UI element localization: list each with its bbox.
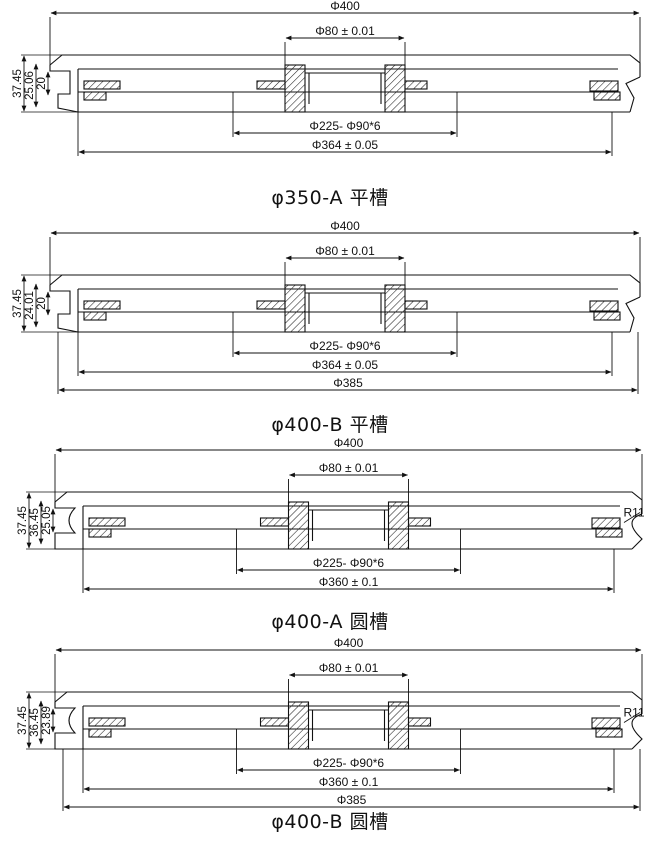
radius-label: R11 (623, 706, 644, 720)
dim-bore-label: Φ80 ± 0.01 (319, 661, 379, 675)
rim-hatch-inner-left (256, 300, 286, 310)
rim-hatch-inner-left (256, 80, 286, 90)
right-round-groove (631, 713, 643, 750)
rim-hatch-inner-left (259, 717, 290, 727)
radius-leader (623, 512, 641, 523)
top-flange-outline (54, 491, 643, 514)
caption-4: φ400-B 圆槽 (271, 811, 389, 833)
rim-hatch-left-top (83, 300, 121, 310)
rim-hatch-inner-right (404, 300, 428, 310)
dim-outer-label: Φ400 (334, 436, 364, 450)
rim-hatch-right-top (591, 517, 621, 529)
right-round-groove (631, 513, 643, 550)
dim-outer-label: Φ400 (334, 636, 364, 650)
dim-height-mid-label: 36.45 (29, 708, 41, 737)
dim-height-total-label: 37.45 (17, 506, 29, 535)
caption-2: φ400-B 平槽 (271, 414, 389, 436)
rim-hatch-right-bottom (593, 311, 621, 321)
rim-hatch-left-bottom (83, 311, 107, 321)
dim-height-total-label: 37.45 (17, 706, 29, 735)
dim-seat-label: Φ360 ± 0.1 (319, 575, 379, 589)
radius-leader (623, 712, 641, 723)
dim-height-mid-label: 36.45 (29, 508, 41, 537)
hub-left-hatch (284, 284, 306, 333)
left-flat-groove (49, 65, 79, 113)
hub-left-hatch (284, 64, 306, 113)
dim-seat-label: Φ360 ± 0.1 (319, 775, 379, 789)
rim-hatch-inner-left (259, 517, 290, 527)
dim-holes-label: Φ225- Φ90*6 (313, 756, 385, 770)
dim-holes-label: Φ225- Φ90*6 (309, 119, 381, 133)
dim-outer-label: Φ400 (330, 219, 360, 233)
caption-3: φ400-A 圆槽 (271, 611, 389, 633)
right-flat-groove (625, 296, 641, 333)
dim-outer-label: Φ400 (330, 0, 360, 13)
dim-bore-label: Φ80 ± 0.01 (315, 244, 375, 258)
left-flat-groove (49, 285, 79, 333)
dim-holes-label: Φ225- Φ90*6 (309, 339, 381, 353)
hub-right-hatch (387, 701, 410, 750)
dim-height-total-label: 37.45 (12, 289, 24, 318)
dim-base-label: Φ385 (333, 376, 363, 390)
left-round-groove (54, 502, 83, 550)
dim-height-groove-label: 23.89 (41, 706, 53, 735)
dim-height-groove-label: 20 (36, 297, 48, 310)
dim-seat-label: Φ364 ± 0.05 (312, 358, 379, 372)
hub-right-hatch (384, 64, 406, 113)
right-flat-groove (625, 76, 641, 113)
rim-hatch-right-top (589, 300, 619, 312)
dim-height-groove-label: 20 (36, 77, 48, 90)
hub-left-hatch (287, 501, 310, 550)
rim-hatch-right-top (589, 80, 619, 92)
dim-height-groove-label: 25.05 (41, 506, 53, 535)
rim-hatch-inner-right (404, 80, 428, 90)
hub-right-hatch (387, 501, 410, 550)
rim-hatch-right-bottom (595, 728, 623, 738)
rim-hatch-left-bottom (88, 528, 112, 538)
rim-hatch-right-top (591, 717, 621, 729)
hub-left-hatch (287, 701, 310, 750)
dim-base-label: Φ385 (337, 793, 367, 807)
rim-hatch-left-bottom (83, 91, 107, 101)
rim-hatch-right-bottom (593, 91, 621, 101)
left-round-groove (54, 702, 83, 750)
rim-hatch-inner-right (407, 517, 432, 527)
rim-hatch-left-top (88, 717, 126, 727)
caption-1: φ350-A 平槽 (271, 187, 389, 209)
radius-label: R11 (623, 506, 644, 520)
top-flange-outline (49, 274, 641, 297)
dim-height-mid-label: 24.01 (24, 291, 36, 320)
rim-hatch-right-bottom (595, 528, 623, 538)
rim-hatch-left-top (83, 80, 121, 90)
rim-hatch-left-bottom (88, 728, 112, 738)
hub-right-hatch (384, 284, 406, 333)
dim-seat-label: Φ364 ± 0.05 (312, 138, 379, 152)
dim-bore-label: Φ80 ± 0.01 (315, 24, 375, 38)
dim-height-total-label: 37.45 (12, 69, 24, 98)
top-flange-outline (54, 691, 643, 714)
top-flange-outline (49, 54, 641, 77)
dim-height-mid-label: 25.06 (24, 71, 36, 100)
rim-hatch-left-top (88, 517, 126, 527)
dim-bore-label: Φ80 ± 0.01 (319, 461, 379, 475)
dim-holes-label: Φ225- Φ90*6 (313, 556, 385, 570)
rim-hatch-inner-right (407, 717, 432, 727)
